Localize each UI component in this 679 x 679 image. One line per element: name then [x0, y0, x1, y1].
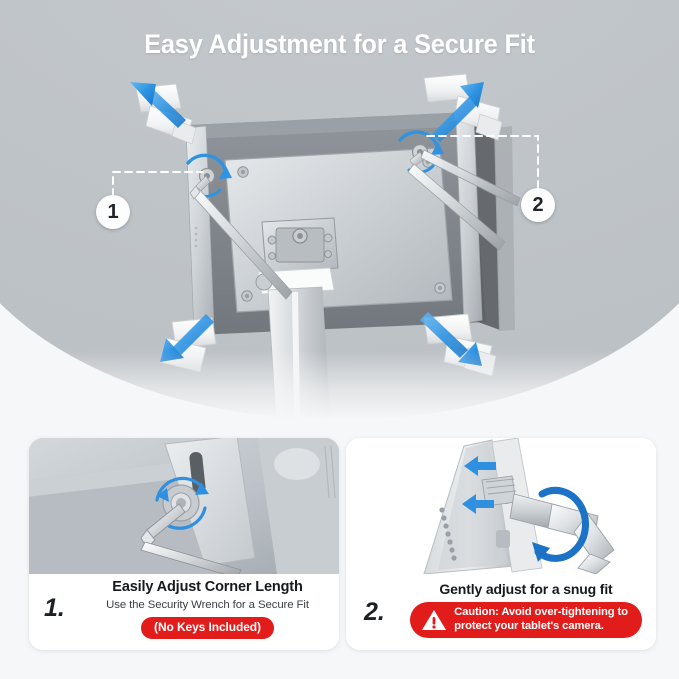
- step-2-photo: [346, 438, 656, 574]
- caution-line-1: Caution: Avoid over-tightening to: [454, 606, 628, 618]
- step-1-text: Easily Adjust Corner Length Use the Secu…: [82, 578, 333, 639]
- callout-badge-2: 2: [521, 188, 555, 222]
- step-1-body: 1. Easily Adjust Corner Length Use the S…: [29, 574, 339, 650]
- step-2-title: Gently adjust for a snug fit: [439, 581, 613, 597]
- step-2-body: 2. Gently adjust for a snug fit Caution:…: [346, 574, 656, 650]
- step-2-pill-row: Caution: Avoid over-tightening to protec…: [402, 602, 650, 638]
- step-1-photo: [29, 438, 339, 574]
- step-2-number: 2.: [364, 598, 385, 626]
- caution-line-2: protect your tablet's camera.: [454, 619, 604, 632]
- page-title: Easy Adjustment for a Secure Fit: [144, 29, 535, 59]
- warning-triangle-icon: [422, 609, 447, 630]
- hero-section: 1 2 Easy Adjustment for a Secure Fit: [0, 0, 679, 420]
- step-2-text: Gently adjust for a snug fit Caution: Av…: [402, 580, 650, 638]
- callout-badge-1: 1: [96, 195, 130, 229]
- step-card-2: 2. Gently adjust for a snug fit Caution:…: [346, 438, 656, 650]
- step-1-pill-row: (No Keys Included): [82, 617, 333, 639]
- step-1-title: Easily Adjust Corner Length: [112, 579, 303, 595]
- step-1-subtitle: Use the Security Wrench for a Secure Fit: [106, 599, 309, 611]
- caution-badge: Caution: Avoid over-tightening to protec…: [410, 602, 642, 638]
- step-card-1: 1. Easily Adjust Corner Length Use the S…: [29, 438, 339, 650]
- caution-text: Caution: Avoid over-tightening to protec…: [454, 606, 628, 633]
- no-keys-included-badge: (No Keys Included): [141, 617, 274, 639]
- product-illustration: [130, 73, 521, 420]
- steps-section: 1. Easily Adjust Corner Length Use the S…: [0, 438, 679, 653]
- step-1-number: 1.: [44, 594, 65, 622]
